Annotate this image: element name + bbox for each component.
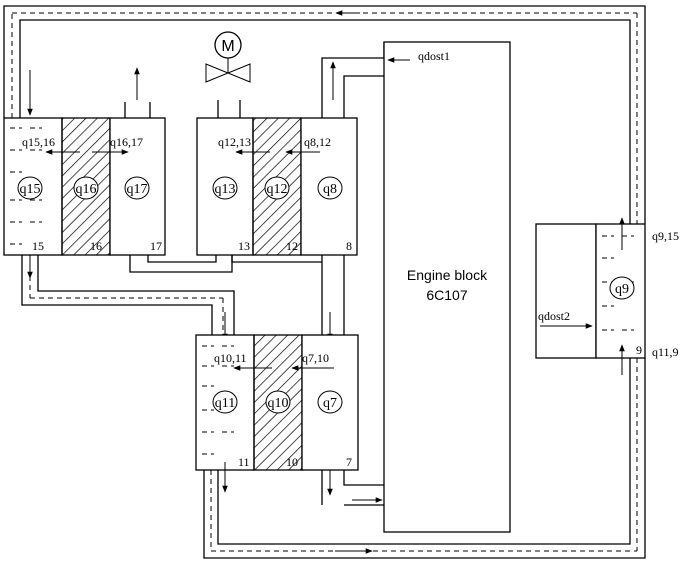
svg-text:q16: q16	[76, 182, 97, 197]
flow-label-qdost2: qdost2	[538, 309, 570, 323]
number-13: 13	[238, 239, 250, 253]
node-symbol-q11: q11	[212, 390, 238, 414]
valve-pipe	[217, 100, 241, 118]
flow-label-q8-12: q8,12	[304, 135, 331, 149]
engine-block-model: 6C107	[426, 287, 467, 303]
svg-text:q15: q15	[20, 182, 41, 197]
svg-text:q10: q10	[268, 396, 289, 411]
flow-label-q10-11: q10,11	[214, 351, 247, 365]
number-9: 9	[636, 343, 642, 357]
svg-text:q13: q13	[215, 182, 236, 197]
chamber-17	[109, 117, 166, 256]
svg-text:q17: q17	[127, 182, 148, 197]
tank-15	[3, 117, 63, 256]
number-15: 15	[32, 239, 44, 253]
flow-label-q15-16: q15,16	[22, 135, 55, 149]
node-symbol-q9: q9	[609, 276, 635, 300]
motor-label: M	[221, 38, 234, 55]
svg-text:q7: q7	[323, 396, 337, 411]
engine-block-title: Engine block	[407, 267, 488, 283]
node-symbol-q15: q15	[17, 176, 43, 200]
flow-label-q16-17: q16,17	[110, 135, 143, 149]
flow-label-q7-10: q7,10	[302, 351, 329, 365]
node-symbol-q12: q12	[264, 176, 290, 200]
svg-text:q9: q9	[615, 282, 629, 297]
number-16: 16	[90, 239, 102, 253]
number-12: 12	[286, 239, 298, 253]
heater-block	[535, 223, 597, 359]
pipe-17-13	[129, 255, 233, 273]
node-symbol-q16: q16	[73, 176, 99, 200]
flow-label-q9-15: q9,15	[652, 229, 679, 243]
svg-text:q12: q12	[267, 182, 288, 197]
pipe-8-to-7	[321, 255, 345, 335]
pipe-8-top	[321, 42, 385, 118]
flow-label-q11-9: q11,9	[652, 345, 679, 359]
node-symbol-q8: q8	[317, 176, 343, 200]
node-symbol-q7: q7	[317, 390, 343, 414]
svg-text:q11: q11	[215, 396, 235, 411]
flow-label-q12-13: q12,13	[218, 135, 251, 149]
node-symbol-q10: q10	[265, 390, 291, 414]
pipe-7-to-engine	[321, 470, 384, 506]
svg-text:q8: q8	[323, 182, 337, 197]
number-8: 8	[346, 239, 352, 253]
outer-pipe-loop	[3, 5, 646, 559]
control-valve: M	[205, 31, 251, 83]
node-symbol-q17: q17	[124, 176, 150, 200]
chamber-7	[301, 334, 359, 471]
chamber-8	[300, 117, 358, 256]
number-10: 10	[286, 455, 298, 469]
node-symbol-q13: q13	[212, 176, 238, 200]
pipe-15-to-11	[21, 252, 235, 341]
number-17: 17	[150, 239, 162, 253]
engine-block	[383, 41, 511, 533]
chamber-17-outlet	[124, 102, 151, 118]
flow-label-qdost1: qdost1	[418, 49, 450, 63]
number-11: 11	[238, 455, 250, 469]
chamber-13	[196, 117, 254, 256]
number-7: 7	[346, 455, 352, 469]
